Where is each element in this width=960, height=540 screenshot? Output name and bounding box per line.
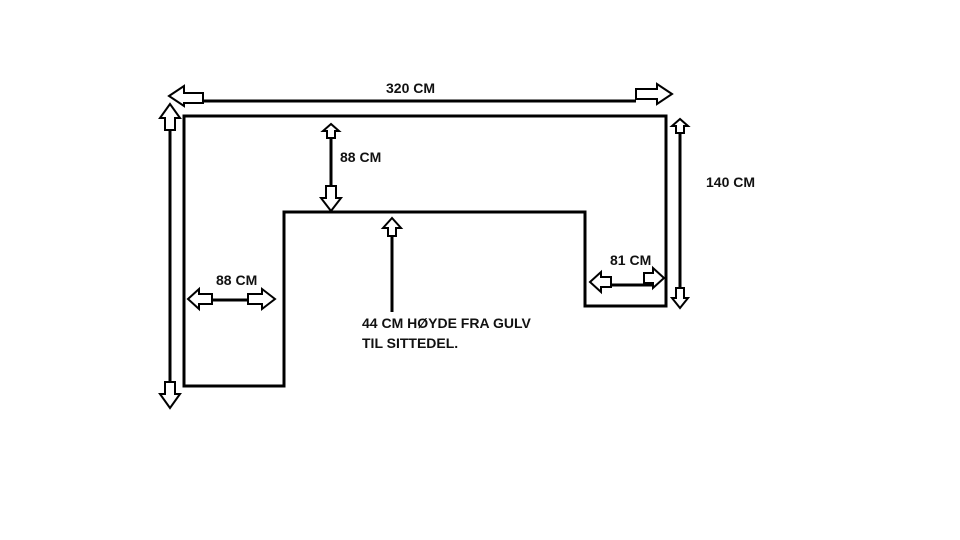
left-arrow-icon: [588, 269, 612, 295]
up-arrow-icon: [380, 216, 404, 237]
left-arm-width-dimension: 88 CM: [186, 272, 277, 312]
right-arrow-icon: [643, 265, 666, 291]
down-arrow-icon: [669, 287, 691, 310]
right-arrow-icon: [247, 286, 277, 312]
right-depth-dimension: 140 CM: [669, 117, 755, 310]
left-arrow-icon: [167, 84, 204, 108]
right-arm-width-label: 81 CM: [610, 252, 651, 268]
left-arrow-icon: [186, 286, 213, 312]
seat-height-label-line1: 44 CM HØYDE FRA GULV: [362, 315, 531, 331]
total-depth-label: 140 CM: [706, 174, 755, 190]
up-arrow-icon: [158, 102, 182, 131]
total-width-dimension: 320 CM: [167, 80, 674, 108]
right-arrow-icon: [635, 82, 674, 106]
left-depth-dimension: [158, 102, 182, 410]
up-arrow-icon: [669, 117, 691, 134]
right-arm-width-dimension: 81 CM: [588, 252, 666, 295]
up-arrow-icon: [320, 122, 342, 139]
down-arrow-icon: [318, 185, 344, 213]
back-depth-label: 88 CM: [340, 149, 381, 165]
back-depth-dimension: 88 CM: [318, 122, 381, 213]
seat-height-label-line2: TIL SITTEDEL.: [362, 335, 458, 351]
total-width-label: 320 CM: [386, 80, 435, 96]
left-arm-width-label: 88 CM: [216, 272, 257, 288]
down-arrow-icon: [158, 381, 182, 410]
sofa-outline: [182, 114, 668, 388]
seat-height-annotation: 44 CM HØYDE FRA GULV TIL SITTEDEL.: [362, 216, 531, 351]
